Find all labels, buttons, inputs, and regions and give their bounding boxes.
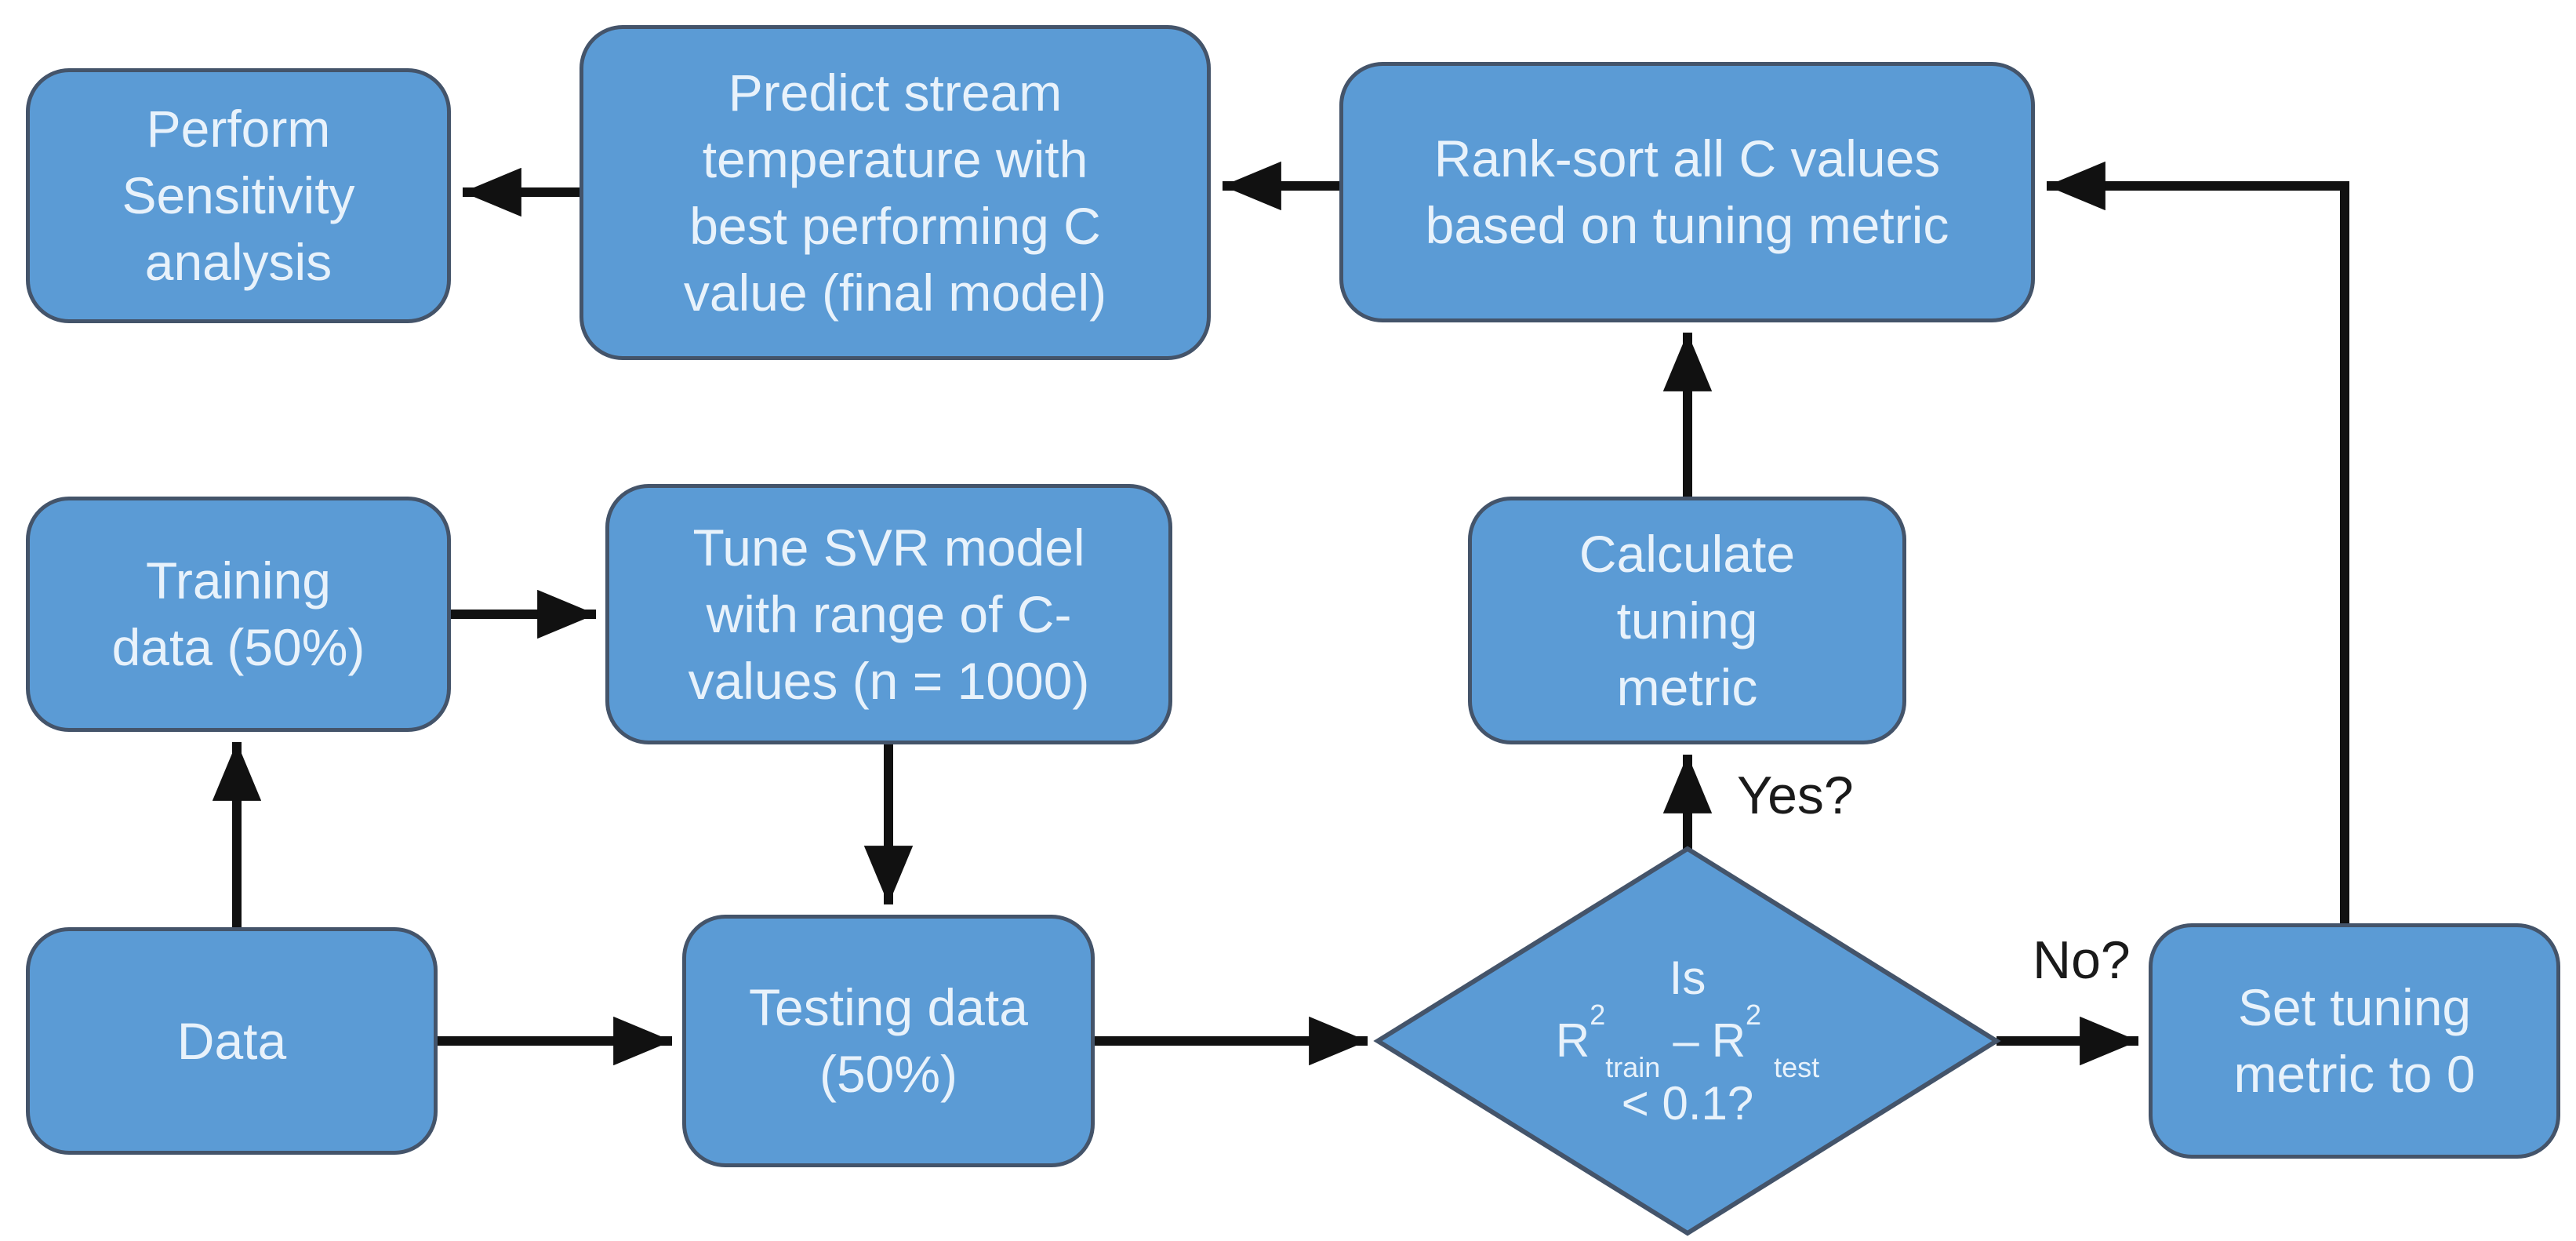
node-line: best performing C [689,196,1101,255]
node-line: Set tuning [2237,978,2472,1036]
node-calculate-tuning-metric: Calculate tuning metric [1468,497,1906,744]
formula-subscript: test [1774,1050,1820,1083]
node-training-data: Training data (50%) [26,497,451,732]
formula-base: R [1711,1014,1746,1067]
formula-superscript: 2 [1590,999,1606,1032]
decision-line-threshold: < 0.1? [1621,1077,1754,1130]
node-line: Data [176,1011,287,1070]
node-testing-data: Testing data (50%) [682,915,1095,1167]
node-tune-svr-model: Tune SVR model with range of C- values (… [605,484,1172,744]
node-line: Training [146,551,331,610]
node-line: data (50%) [111,618,365,676]
node-line: temperature with [702,129,1088,188]
edge-label-no: No? [2033,930,2131,990]
arrow-feedback-settuning-to-ranksort [2047,161,2349,923]
node-line: Perform [146,100,331,158]
formula-superscript: 2 [1746,999,1762,1032]
formula-base: R [1555,1014,1590,1067]
node-line: metric [1616,657,1758,716]
decision-line-formula: R2train–R2test [1555,1001,1819,1081]
decision-diamond-text: Is R2train–R2test < 0.1? [1413,872,1962,1210]
node-line: analysis [144,233,332,291]
node-line: value (final model) [683,263,1107,322]
node-line: Sensitivity [122,166,355,224]
node-rank-sort-c-values: Rank-sort all C values based on tuning m… [1339,62,2035,322]
node-set-tuning-metric-zero: Set tuning metric to 0 [2149,923,2560,1159]
node-perform-sensitivity-analysis: Perform Sensitivity analysis [26,68,451,323]
node-data: Data [26,927,438,1155]
node-line: Rank-sort all C values [1433,129,1941,187]
node-line: with range of C- [706,584,1072,643]
node-line: Testing data [749,978,1028,1036]
node-line: Calculate [1579,524,1796,583]
node-line: tuning [1616,591,1758,650]
decision-diamond-shape [1373,846,2001,1236]
edge-label-yes: Yes? [1737,766,1854,825]
node-line: values (n = 1000) [688,651,1090,710]
node-line: metric to 0 [2233,1045,2476,1103]
decision-line-is: Is [1669,952,1706,1004]
node-line: Predict stream [728,63,1063,122]
formula-operator: – [1673,1014,1699,1067]
node-line: (50%) [819,1045,958,1103]
node-line: Tune SVR model [692,518,1085,577]
node-line: based on tuning metric [1425,196,1949,254]
node-predict-stream-temperature: Predict stream temperature with best per… [580,25,1211,360]
formula-subscript: train [1605,1050,1661,1083]
